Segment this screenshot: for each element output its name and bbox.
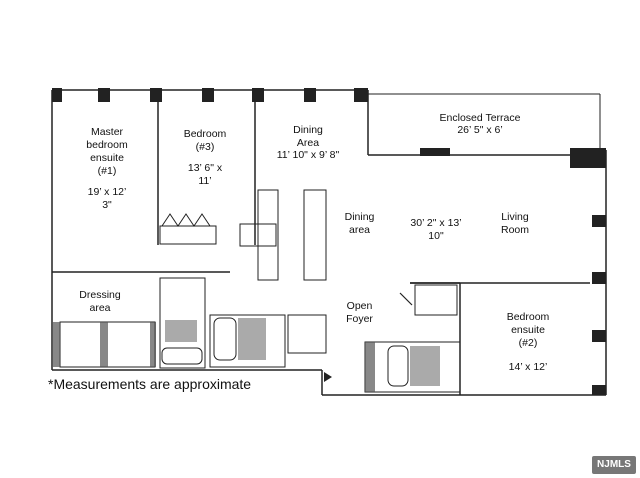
window-post: [304, 88, 316, 102]
tile-pattern: [410, 346, 440, 386]
measurement-note: *Measurements are approximate: [48, 376, 252, 392]
closet-box: [414, 284, 458, 316]
dining-mid-name: Dining area: [344, 211, 375, 236]
tub-3: [161, 347, 203, 365]
powder-room: [287, 314, 327, 354]
living-size: 30’ 2" x 13’ 10": [410, 217, 462, 242]
window-post: [420, 148, 450, 156]
window-post: [592, 330, 606, 342]
kitchen-range: [239, 223, 277, 247]
kitchen-counter-right: [303, 189, 327, 281]
dressing-name: Dressing area: [79, 289, 121, 314]
window-post: [252, 88, 264, 102]
kitchen-counter-left: [257, 189, 279, 281]
tub-2: [387, 345, 409, 387]
tile-pattern: [165, 320, 197, 342]
foyer-name: Open Foyer: [346, 300, 373, 325]
dining-top-name: Dining Area: [293, 124, 323, 149]
closet-doors: [161, 213, 211, 227]
terrace-size: 26’ 5" x 6’: [457, 124, 503, 136]
tile-pattern: [150, 322, 156, 367]
window-post: [354, 88, 368, 102]
terrace-name: Enclosed Terrace: [439, 112, 521, 124]
master-name: Master bedroom ensuite (#1): [86, 126, 128, 177]
window-post: [592, 272, 606, 284]
bedroom3-closet: [159, 225, 217, 245]
window-post: [570, 148, 606, 168]
tile-pattern: [238, 318, 266, 360]
bedroom3-size: 13’ 6" x 11’: [187, 162, 223, 187]
tile-pattern: [365, 342, 375, 392]
tile-pattern: [100, 322, 108, 367]
entry-arrow-icon: [324, 372, 332, 382]
bedroom3-name: Bedroom (#3): [183, 128, 227, 153]
tub: [213, 317, 237, 361]
window-post: [202, 88, 214, 102]
door-swing: [399, 292, 413, 306]
bedroom2-size: 14’ x 12’: [508, 361, 548, 373]
window-post: [98, 88, 110, 102]
window-post: [592, 215, 606, 227]
living-name: Living Room: [500, 211, 529, 236]
tile-pattern: [52, 322, 60, 367]
window-post: [52, 88, 62, 102]
bath-master: [159, 277, 206, 369]
window-post: [592, 385, 606, 395]
dining-top-size: 11’ 10" x 9’ 8": [276, 149, 340, 161]
bath-second: [209, 314, 286, 368]
window-post: [150, 88, 162, 102]
bedroom2-name: Bedroom ensuite (#2): [506, 311, 550, 349]
njmls-logo: NJMLS: [592, 456, 636, 474]
master-size: 19’ x 12’ 3": [87, 186, 127, 211]
